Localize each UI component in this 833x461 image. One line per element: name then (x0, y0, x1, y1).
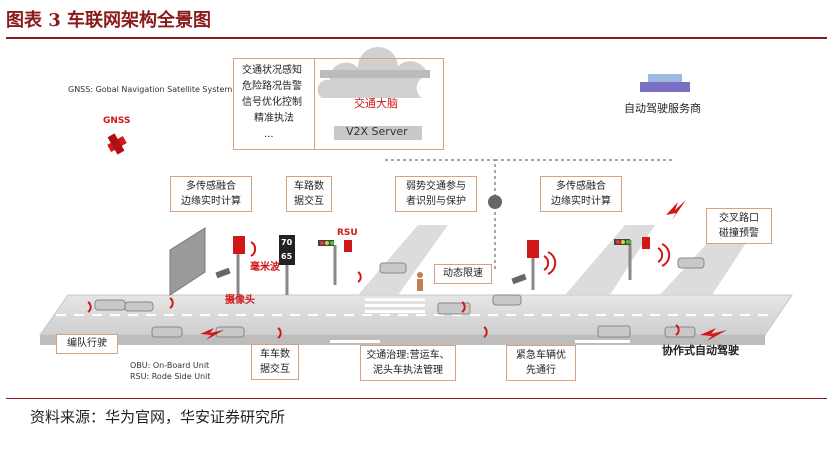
v2x-cloud-panel (313, 58, 444, 150)
source-note: 资料来源：华为官网，华安证券研究所 (30, 408, 286, 426)
title-rule (6, 37, 827, 39)
gnss-label: GNSS (103, 116, 131, 126)
callout-road-vehicle: 车路数 据交互 (286, 176, 332, 212)
road-edge (40, 335, 765, 345)
callout-line: 泥头车执法管理 (373, 365, 443, 376)
zebra-crossings (330, 298, 630, 349)
callout-fusion-right: 多传感融合 边缘实时计算 (540, 176, 622, 212)
cross-road-left (358, 225, 448, 295)
source-rule (6, 398, 827, 399)
provider-label: 自动驾驶服务商 (624, 102, 701, 115)
callout-line: 碰撞预警 (719, 228, 759, 239)
traffic-lights (318, 239, 630, 246)
speed-sign-bottom: 65 (281, 252, 293, 261)
callout-line: 边缘实时计算 (551, 196, 611, 207)
service-item: 交通状况感知 (242, 65, 302, 76)
server-label: V2X Server (346, 125, 408, 138)
callout-intersection: 交叉路口 碰撞预警 (706, 208, 772, 244)
callout-line: 者识别与保护 (406, 196, 466, 207)
callout-governance: 交通治理:营运车、 泥头车执法管理 (360, 345, 456, 381)
speed-sign-top: 70 (281, 238, 293, 247)
callout-line: 边缘实时计算 (181, 196, 241, 207)
diagram-graphics (39, 46, 793, 349)
callout-fusion-left: 多传感融合 边缘实时计算 (170, 176, 252, 212)
callout-vulnerable: 弱势交通参与 者识别与保护 (395, 176, 477, 212)
v2x-architecture-diagram: GNSS: Gobal Navigation Satellite System … (0, 40, 833, 395)
callout-line: 车车数 (260, 349, 290, 360)
network-node (488, 195, 502, 209)
callout-dynamic-speed: 动态限速 (434, 264, 492, 284)
callout-line: 紧急车辆优 (516, 350, 566, 361)
rsu-label: RSU (337, 228, 358, 238)
callout-line: 据交互 (294, 196, 324, 207)
callout-cooperative: 协作式自动驾驶 (662, 344, 739, 357)
callout-v2v: 车车数 据交互 (251, 344, 299, 380)
cloud-services-panel: 交通状况感知 危险路况告警 信号优化控制 精准执法 ... (233, 58, 315, 150)
cross-road-mid (565, 225, 655, 295)
server-rack (320, 70, 430, 78)
server-base (334, 126, 422, 140)
speed-sign (279, 235, 295, 265)
billboard (169, 227, 206, 296)
camera-label: 摄像头 (225, 295, 255, 306)
legend-rsu: RSU: Rode Side Unit (130, 372, 211, 381)
callout-line: 先通行 (526, 365, 556, 376)
callout-line: 交通治理:营运车、 (366, 350, 450, 361)
cross-road-right (660, 240, 748, 295)
service-item: ... (264, 129, 274, 140)
callout-platoon: 编队行驶 (56, 334, 118, 354)
callout-line: 车路数 (294, 181, 324, 192)
pedestrian (417, 272, 423, 291)
provider-building (640, 74, 690, 92)
cameras (215, 267, 527, 285)
gnss-note: GNSS: Gobal Navigation Satellite System (68, 85, 233, 94)
figure-title: 图表 3 车联网架构全景图 (6, 10, 212, 31)
callout-line: 据交互 (260, 364, 290, 375)
callout-emergency: 紧急车辆优 先通行 (506, 345, 576, 381)
service-item: 精准执法 (254, 113, 294, 124)
mmwave-label: 毫米波 (250, 262, 280, 273)
service-item: 信号优化控制 (242, 97, 302, 108)
rsu-units (233, 236, 650, 258)
legend-obu: OBU: On-Board Unit (130, 361, 210, 370)
wireless-signals (87, 241, 680, 339)
callout-line: 弱势交通参与 (406, 181, 466, 192)
satellite (107, 133, 127, 155)
service-item: 危险路况告警 (242, 81, 302, 92)
network-links (385, 159, 675, 270)
callout-line: 多传感融合 (556, 181, 606, 192)
brain-label: 交通大脑 (354, 97, 398, 110)
callout-line: 多传感融合 (186, 181, 236, 192)
callout-line: 交叉路口 (719, 213, 759, 224)
lightning-bolts (200, 200, 727, 341)
